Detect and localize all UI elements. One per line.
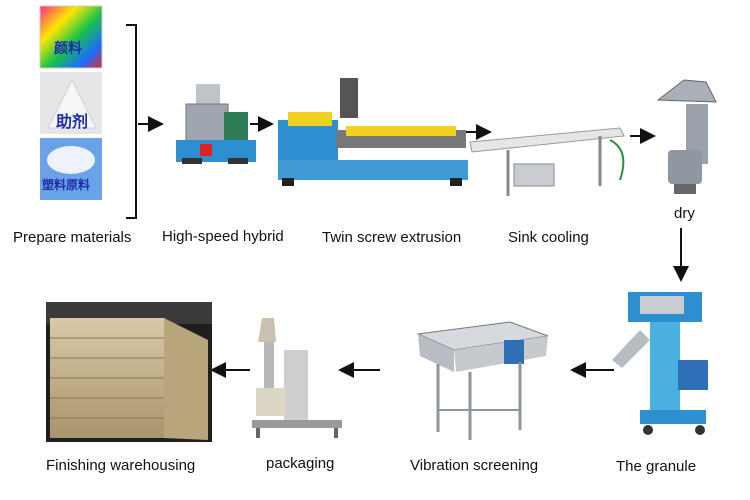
- plastic-raw-tile: [40, 138, 102, 200]
- twin-screw-extruder: [278, 78, 468, 186]
- vibration-screening-label: Vibration screening: [410, 457, 539, 474]
- additive-tile: [40, 72, 102, 134]
- packaging-machine: [252, 318, 342, 438]
- pigment-tile: [39, 5, 103, 69]
- dryer-machine: [656, 79, 717, 194]
- prepare-materials-label: Prepare materials: [13, 229, 132, 246]
- plastic-raw-label: 塑料原料: [42, 178, 91, 192]
- dry-label: dry: [674, 205, 695, 222]
- sink-cooling-trough: [469, 127, 625, 196]
- twin-screw-extrusion-label: Twin screw extrusion: [322, 229, 462, 246]
- additive-label: 助剂: [56, 114, 89, 131]
- sink-cooling-label: Sink cooling: [508, 229, 589, 246]
- materials-bracket: [126, 24, 137, 219]
- pigment-label: 颜料: [54, 40, 82, 56]
- vibration-screen: [416, 321, 549, 440]
- high-speed-mixer: [176, 84, 256, 164]
- granule-label: The granule: [616, 458, 697, 475]
- packaging-label: packaging: [266, 455, 335, 472]
- warehouse-photo: [46, 302, 212, 442]
- granulator-machine: [612, 292, 708, 435]
- high-speed-hybrid-label: High-speed hybrid: [162, 228, 284, 245]
- finishing-warehousing-label: Finishing warehousing: [46, 457, 196, 474]
